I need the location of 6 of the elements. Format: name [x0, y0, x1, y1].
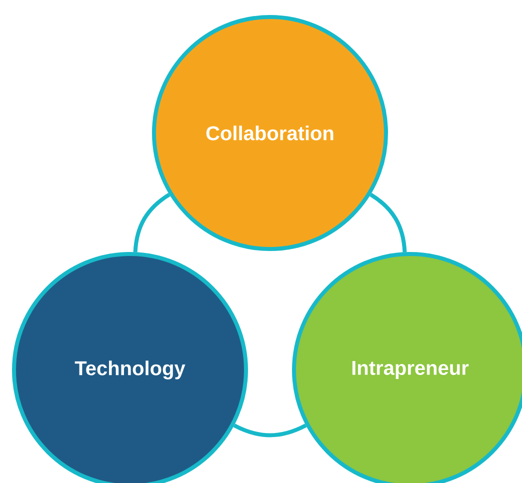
circle-node: Intrapreneur — [292, 252, 522, 483]
circle-node: Technology — [12, 252, 248, 483]
connector-arc — [233, 424, 307, 438]
circle-node: Collaboration — [152, 15, 388, 251]
connector-arc — [133, 192, 170, 252]
connector-arc — [370, 192, 407, 252]
